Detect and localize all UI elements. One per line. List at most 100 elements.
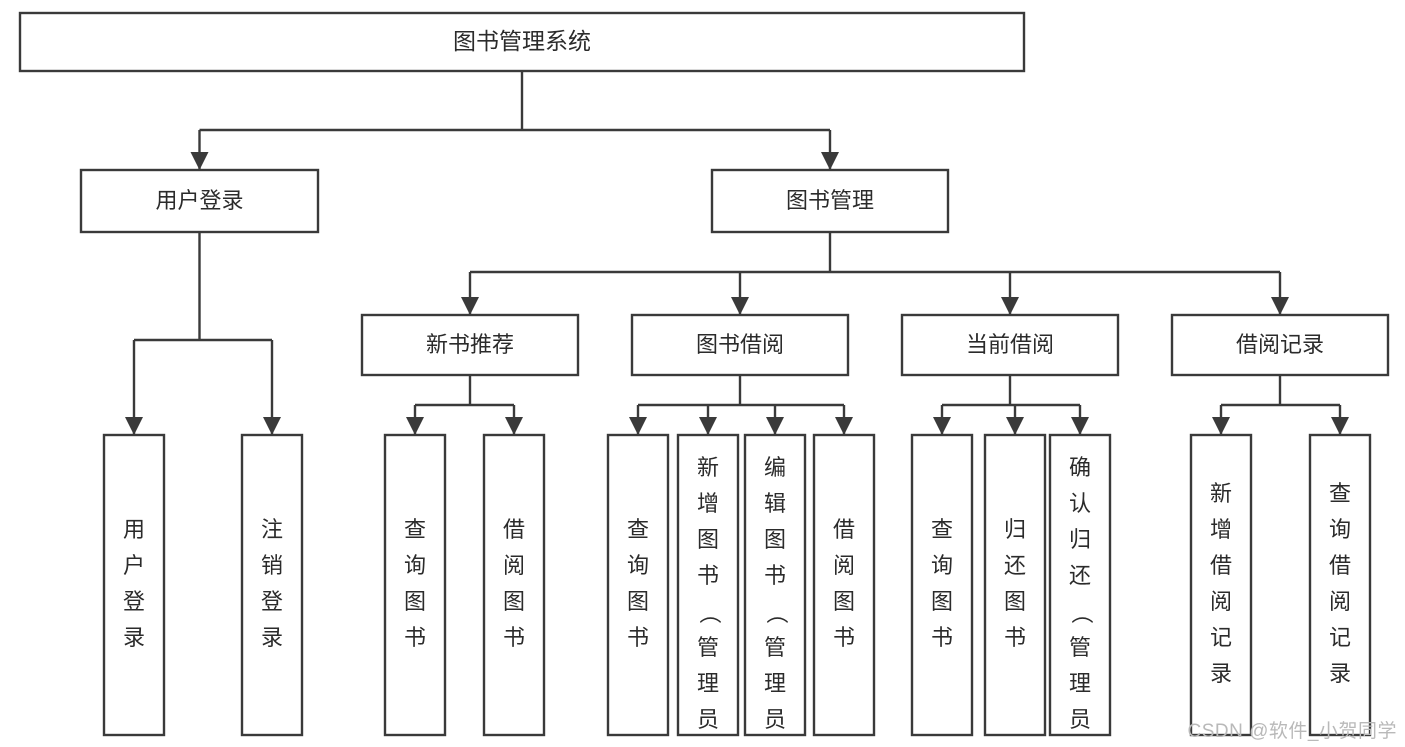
- node-leaf-edit-book-char: 管: [764, 635, 786, 660]
- node-book-borrow[interactable]: 图书借阅: [630, 313, 850, 377]
- node-leaf-borrow-book-recommend-char: 借: [503, 517, 525, 542]
- node-book-borrow-label: 图书借阅: [696, 332, 784, 357]
- node-leaf-query-book-recommend-char: 查: [404, 517, 426, 542]
- node-book-management[interactable]: 图书管理: [710, 168, 950, 234]
- node-root[interactable]: 图书管理系统: [18, 11, 1026, 73]
- node-leaf-edit-book-rect: [743, 433, 807, 737]
- node-user-login-rect: [79, 168, 320, 234]
- node-current-borrow[interactable]: 当前借阅: [900, 313, 1120, 377]
- arrow-head-icon: [1001, 297, 1019, 315]
- node-leaf-confirm-return-char: 认: [1069, 491, 1091, 516]
- arrow-head-icon: [406, 417, 424, 435]
- node-leaf-query-book-borrow-char: 查: [627, 517, 649, 542]
- node-leaf-query-book-borrow-char: 图: [627, 589, 649, 614]
- node-leaf-query-book-current-rect: [910, 433, 974, 737]
- node-current-borrow-label: 当前借阅: [966, 332, 1054, 357]
- node-leaf-user-login-char: 户: [123, 553, 145, 578]
- node-leaf-borrow-book-recommend-char: 图: [503, 589, 525, 614]
- node-leaf-user-login-rect: [102, 433, 166, 737]
- node-leaf-edit-book-char: 辑: [764, 491, 786, 516]
- node-leaf-query-borrow-record-char: 询: [1329, 517, 1351, 542]
- node-leaf-confirm-return-char: 归: [1069, 527, 1091, 552]
- node-leaf-query-book-recommend-rect: [383, 433, 447, 737]
- node-leaf-edit-book-char: 员: [764, 707, 786, 732]
- node-leaf-query-book-recommend-char: 图: [404, 589, 426, 614]
- node-leaf-user-logout-char: 注: [261, 517, 283, 542]
- node-leaf-confirm-return-rect: [1048, 433, 1112, 737]
- node-leaf-confirm-return-char: 管: [1069, 635, 1091, 660]
- node-leaf-query-book-borrow-rect: [606, 433, 670, 737]
- node-leaf-edit-book-char: 图: [764, 527, 786, 552]
- arrow-head-icon: [1071, 417, 1089, 435]
- node-leaf-borrow-book-char: 借: [833, 517, 855, 542]
- node-leaf-add-borrow-record-rect: [1189, 433, 1253, 737]
- node-leaf-return-book-char: 书: [1004, 625, 1026, 650]
- node-root-label: 图书管理系统: [453, 28, 591, 54]
- node-leaf-query-book-current-char: 书: [931, 625, 953, 650]
- node-leaf-edit-book-char: 书: [764, 563, 786, 588]
- node-new-book-recommend-rect: [360, 313, 580, 377]
- node-leaf-add-book-char: 理: [697, 671, 719, 696]
- arrow-head-icon: [933, 417, 951, 435]
- node-borrow-record[interactable]: 借阅记录: [1170, 313, 1390, 377]
- arrow-head-icon: [1271, 297, 1289, 315]
- node-leaf-return-book-rect: [983, 433, 1047, 737]
- node-leaf-add-book-char: ）: [697, 746, 722, 747]
- connector-lines: [125, 71, 1349, 435]
- node-borrow-record-rect: [1170, 313, 1390, 377]
- node-leaf-user-login[interactable]: 用户登录: [102, 433, 166, 737]
- node-leaf-query-borrow-record-char: 借: [1329, 553, 1351, 578]
- node-leaf-add-borrow-record-char: 借: [1210, 553, 1232, 578]
- node-leaf-edit-book-char: 理: [764, 671, 786, 696]
- arrow-head-icon: [505, 417, 523, 435]
- node-leaf-borrow-book-recommend-char: 阅: [503, 553, 525, 578]
- arrow-head-icon: [263, 417, 281, 435]
- node-borrow-record-label: 借阅记录: [1236, 332, 1324, 357]
- node-leaf-edit-book-char: ）: [764, 746, 789, 747]
- node-leaf-confirm-return-char: （: [1069, 602, 1094, 624]
- node-leaf-query-borrow-record-char: 阅: [1329, 589, 1351, 614]
- node-leaf-borrow-book-recommend-char: 书: [503, 625, 525, 650]
- node-leaf-borrow-book-rect: [812, 433, 876, 737]
- node-leaf-borrow-book-char: 书: [833, 625, 855, 650]
- node-leaf-edit-book-char: 编: [764, 455, 786, 480]
- node-leaf-query-borrow-record-rect: [1308, 433, 1372, 737]
- node-leaf-return-book-char: 图: [1004, 589, 1026, 614]
- node-leaf-add-book-char: 书: [697, 563, 719, 588]
- arrow-head-icon: [1331, 417, 1349, 435]
- node-leaf-borrow-book-char: 图: [833, 589, 855, 614]
- node-leaf-add-book-rect: [676, 433, 740, 737]
- arrow-head-icon: [821, 152, 839, 170]
- node-book-management-rect: [710, 168, 950, 234]
- node-leaf-confirm-return-char: 理: [1069, 671, 1091, 696]
- node-leaf-add-borrow-record-char: 阅: [1210, 589, 1232, 614]
- node-user-login-label: 用户登录: [155, 188, 243, 213]
- node-leaf-edit-book-char: （: [764, 602, 789, 624]
- node-leaf-query-book-borrow-char: 书: [627, 625, 649, 650]
- node-leaf-add-book-char: 员: [697, 707, 719, 732]
- node-leaf-query-book-recommend-char: 询: [404, 553, 426, 578]
- arrow-head-icon: [699, 417, 717, 435]
- node-leaf-add-book-char: 新: [697, 455, 719, 480]
- node-new-book-recommend[interactable]: 新书推荐: [360, 313, 580, 377]
- arrow-head-icon: [190, 152, 209, 170]
- node-leaf-query-book-recommend-char: 书: [404, 625, 426, 650]
- node-root-rect: [18, 11, 1026, 73]
- node-leaf-query-book-borrow-char: 询: [627, 553, 649, 578]
- arrow-head-icon: [731, 297, 749, 315]
- node-user-login[interactable]: 用户登录: [79, 168, 320, 234]
- node-leaf-query-book-current-char: 图: [931, 589, 953, 614]
- node-leaf-return-book-char: 归: [1004, 517, 1026, 542]
